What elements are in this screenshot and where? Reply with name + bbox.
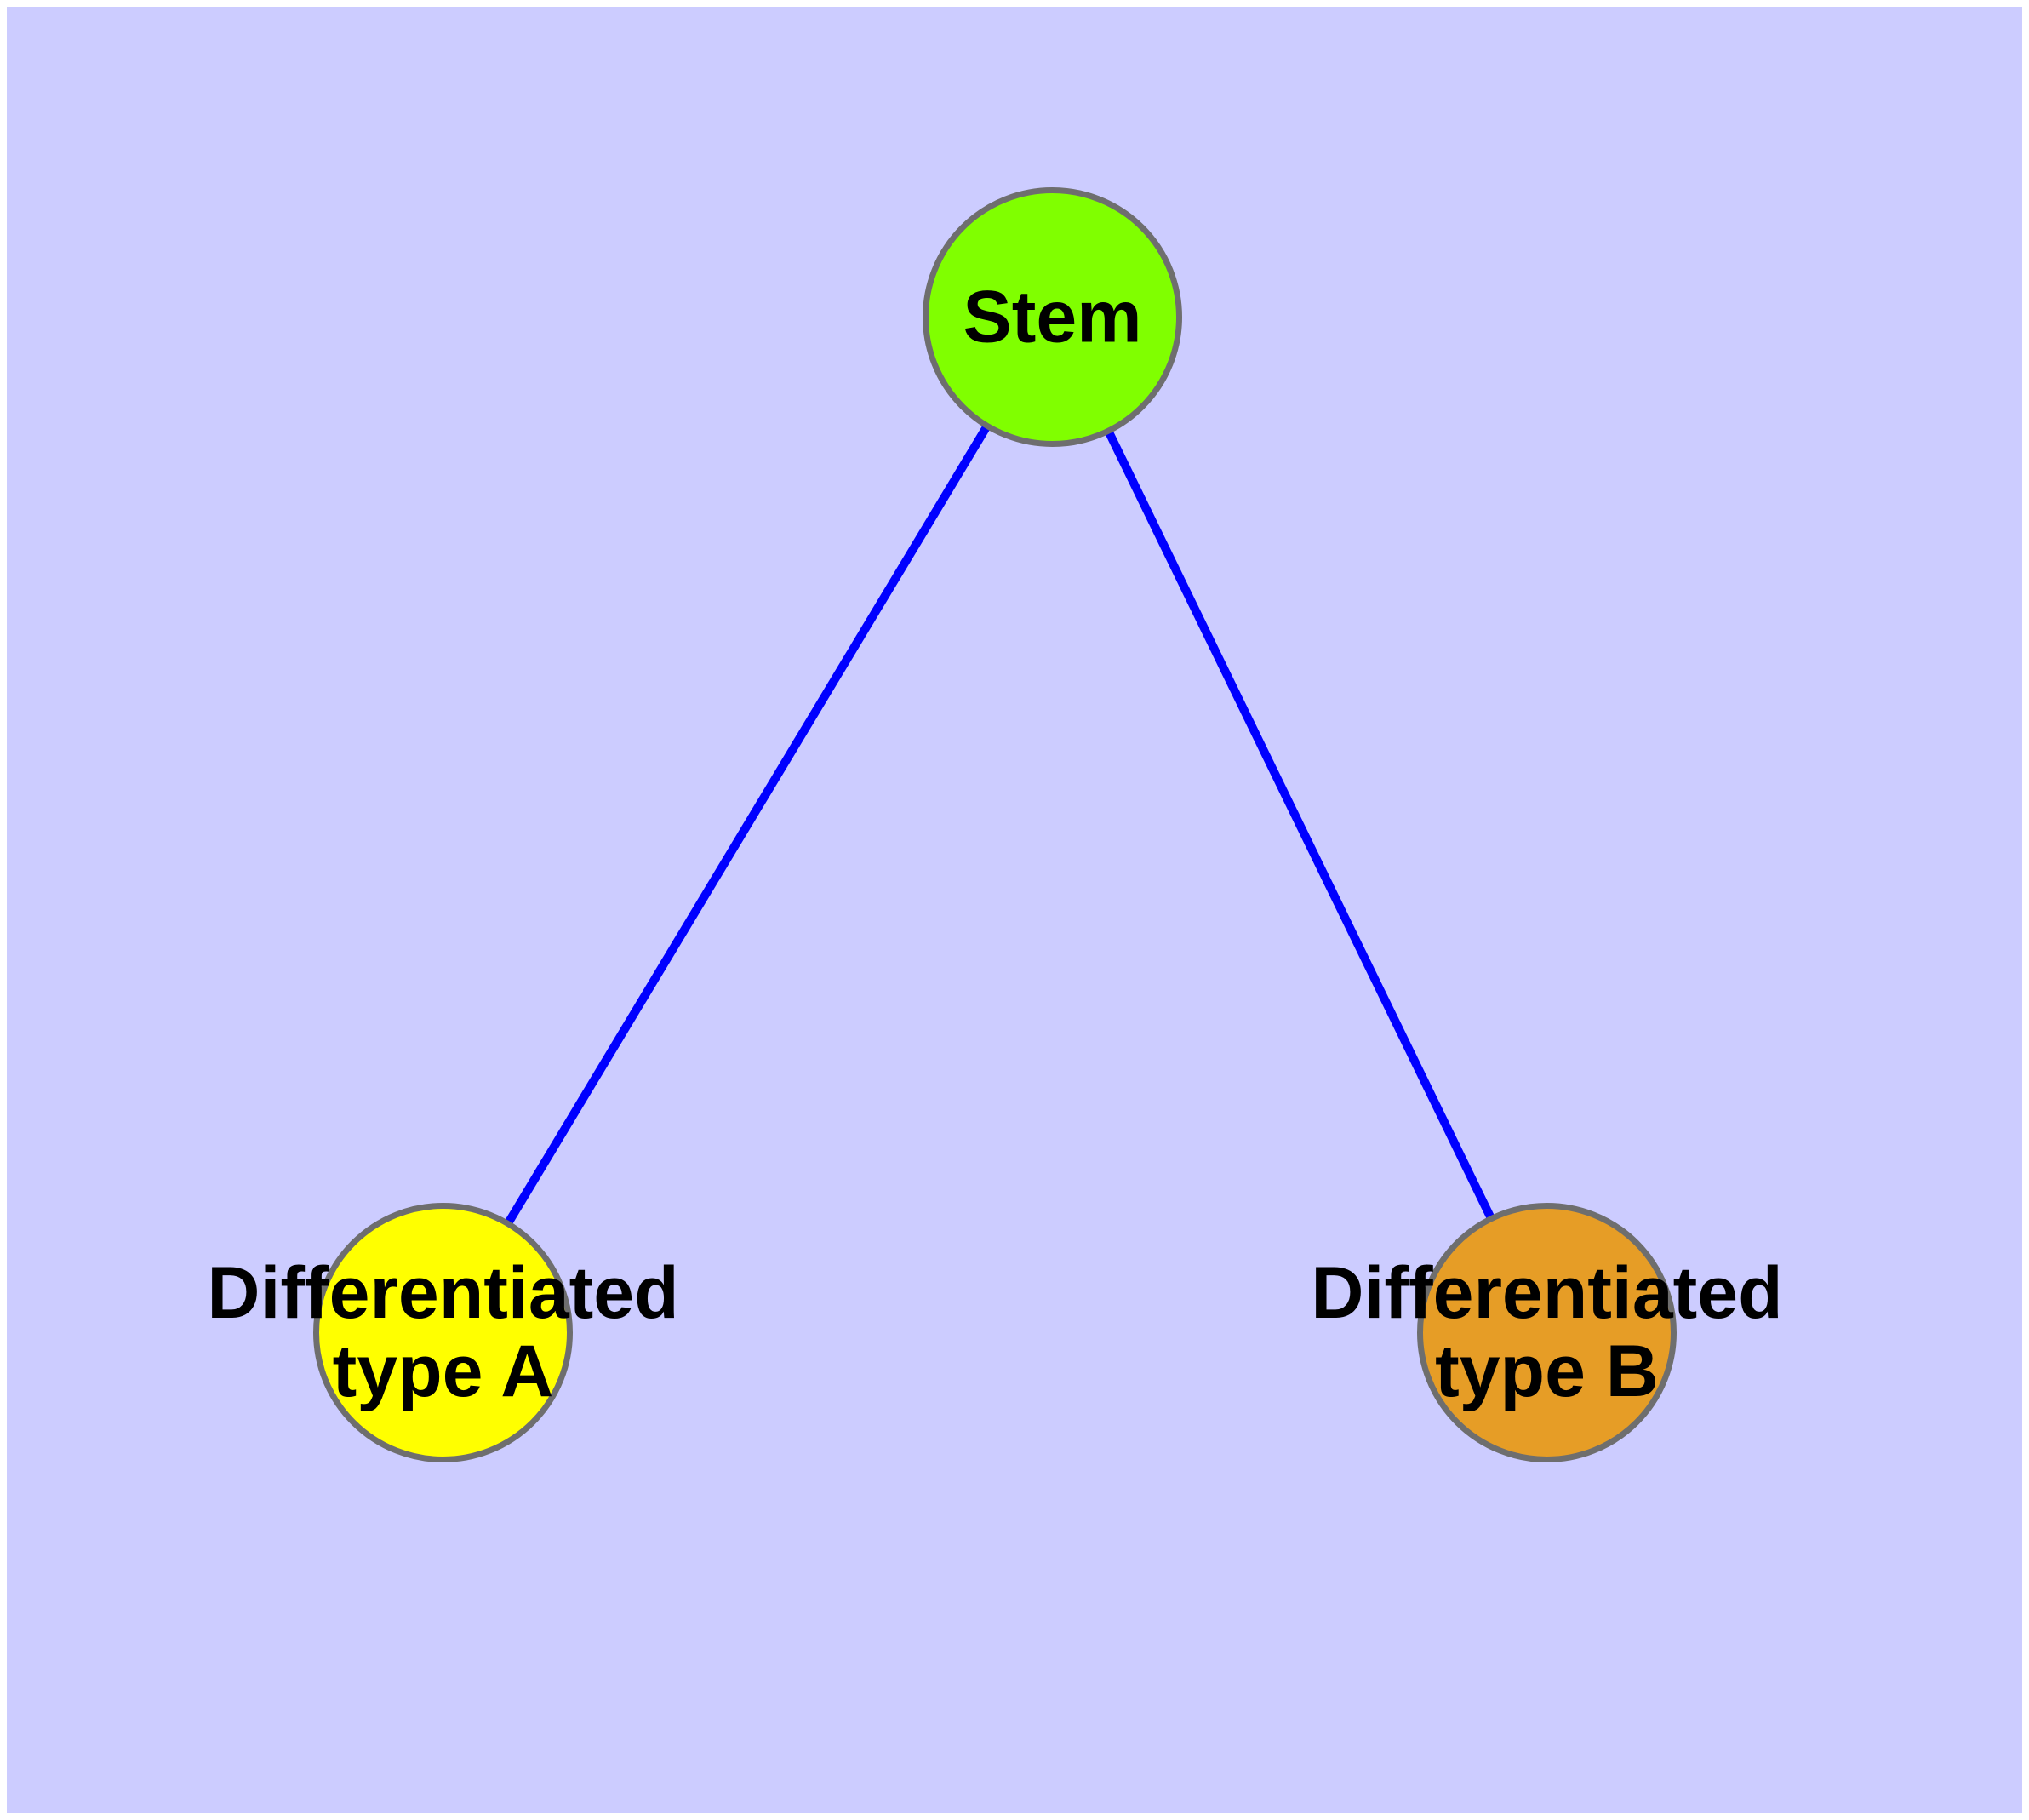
edge-stem-to-diff-b[interactable] [1049,314,1551,1335]
edge-stem-to-diff-a[interactable] [438,314,1057,1335]
node-label-stem: Stem [963,276,1142,358]
node-stem[interactable]: Stem [923,187,1182,447]
node-label-line2: type B [1435,1331,1659,1413]
edge-layer [438,314,1551,1335]
node-label-line2: type A [332,1331,554,1413]
